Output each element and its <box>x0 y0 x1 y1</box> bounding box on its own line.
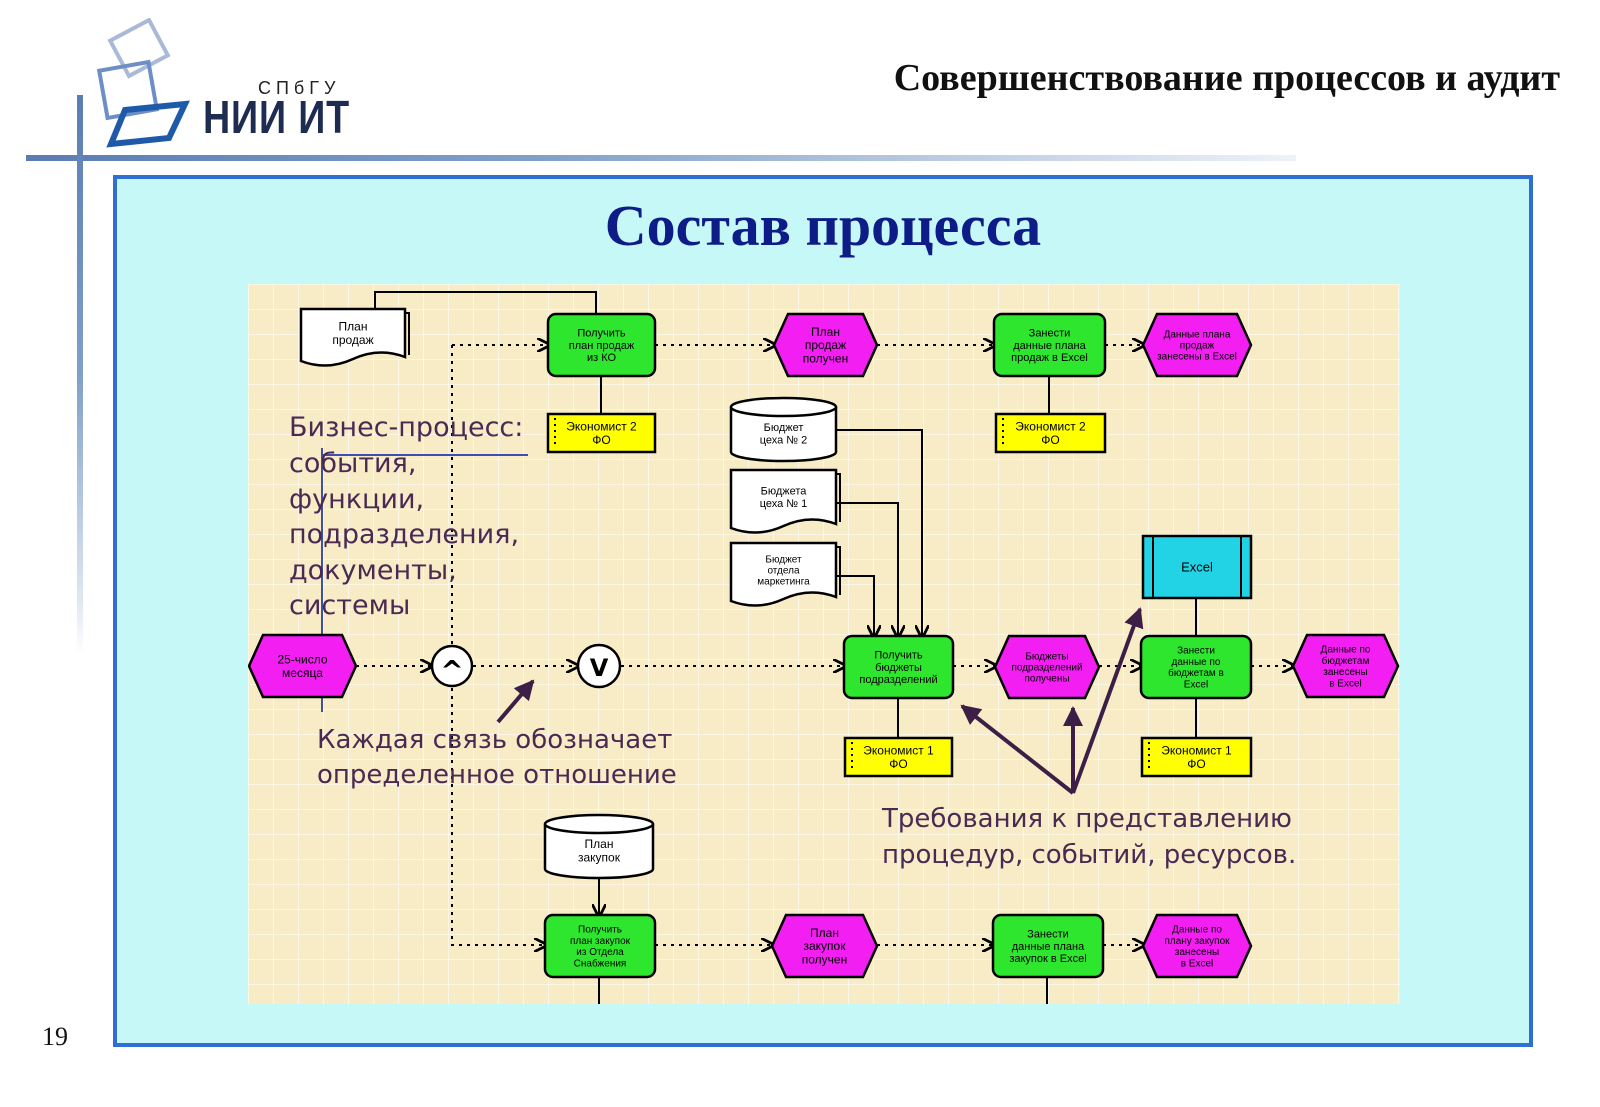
svg-text:Экономист 2ФО: Экономист 2ФО <box>1015 419 1086 446</box>
header-divider-horizontal <box>26 155 1296 161</box>
header-title: Совершенствование процессов и аудит <box>893 57 1560 99</box>
slide-title: Состав процесса <box>604 193 1042 258</box>
svg-text:Excel: Excel <box>1181 560 1213 575</box>
logo-name: НИИ ИТ <box>203 91 351 143</box>
system-excel: Excel <box>1141 534 1253 600</box>
page-number: 19 <box>42 1022 68 1051</box>
logo-icon <box>96 18 190 148</box>
resource-connections <box>374 291 1197 1004</box>
flow-connections <box>356 345 1293 945</box>
and-connector: ^ <box>430 644 474 688</box>
or-connector: V <box>576 643 622 689</box>
business-process-annotation: Бизнес-процесс: события, функции, подраз… <box>289 412 532 621</box>
svg-text:Экономист 1ФО: Экономист 1ФО <box>863 743 934 770</box>
svg-text:V: V <box>590 654 609 682</box>
link-annotation: Каждая связь обозначает определенное отн… <box>317 725 681 790</box>
requirement-arrows <box>496 607 1144 795</box>
header-divider-vertical <box>77 95 83 655</box>
svg-text:^: ^ <box>440 654 463 687</box>
svg-text:Экономист 2ФО: Экономист 2ФО <box>566 419 637 446</box>
requirements-annotation: Требования к представлению процедур, соб… <box>881 804 1300 870</box>
svg-text:Экономист 1ФО: Экономист 1ФО <box>1161 743 1232 770</box>
logo-org-label: СПбГУ <box>258 78 341 98</box>
